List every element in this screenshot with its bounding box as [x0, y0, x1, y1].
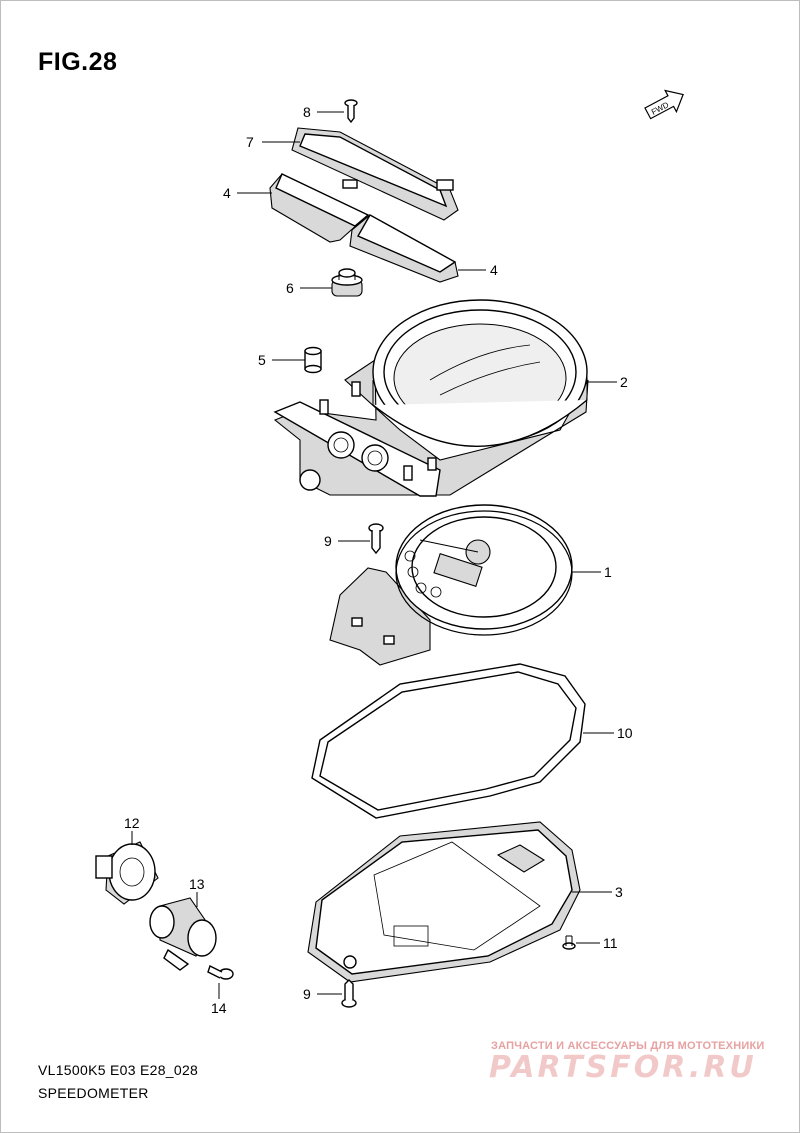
- callout-12: 12: [124, 815, 140, 831]
- indicator-lens-part-4-lower: [349, 214, 459, 283]
- screw-part-14: [207, 965, 234, 980]
- grommet-part-6: [331, 268, 363, 297]
- figure-title: FIG.28: [38, 48, 118, 76]
- callout-2: 2: [620, 374, 628, 390]
- gasket-part-10: [311, 663, 586, 819]
- diagram-code: VL1500K5 E03 E28_028: [38, 1062, 199, 1078]
- callout-14: 14: [211, 1000, 227, 1016]
- callout-3: 3: [615, 884, 623, 900]
- callout-6: 6: [286, 280, 294, 296]
- watermark-tagline: ЗАПЧАСТИ И АКСЕССУАРЫ ДЛЯ МОТОТЕХНИКИ: [491, 1040, 765, 1052]
- callout-11: 11: [603, 935, 618, 951]
- bulb-cap-part-5: [304, 346, 322, 374]
- callout-7: 7: [246, 134, 254, 150]
- leader-lines: [131, 111, 617, 999]
- forward-arrow-icon: FWD: [644, 89, 684, 120]
- screw-part-9-upper: [368, 523, 384, 555]
- speedometer-assembly-part-1: [329, 504, 573, 666]
- watermark-brand-logo: PARTSFOR.RU: [489, 1050, 757, 1085]
- callout-4-lower: 4: [490, 262, 498, 278]
- callout-8: 8: [303, 104, 311, 120]
- callout-4-upper: 4: [223, 185, 231, 201]
- bulb-socket-part-13: [149, 897, 217, 971]
- screw-part-9-lower: [341, 979, 357, 1008]
- callout-9-upper: 9: [324, 533, 332, 549]
- callout-9-lower: 9: [303, 986, 311, 1002]
- callout-1: 1: [604, 564, 612, 580]
- screw-part-8: [344, 99, 358, 124]
- indicator-lens-part-4-upper: [269, 173, 370, 243]
- screw-part-11: [562, 935, 576, 950]
- callout-13: 13: [189, 876, 205, 892]
- callout-10: 10: [617, 725, 633, 741]
- callout-5: 5: [258, 352, 266, 368]
- diagram-caption: SPEEDOMETER: [38, 1085, 149, 1101]
- lower-housing-part-3: [307, 821, 581, 983]
- indicator-cover-part-7: [291, 127, 459, 221]
- socket-part-12: [95, 841, 159, 905]
- callout-numbers: 8 7 4 4 6 5 2 9 1 10 12 13 3 11 9 14: [124, 104, 633, 1016]
- meter-case-part-2: [273, 299, 589, 497]
